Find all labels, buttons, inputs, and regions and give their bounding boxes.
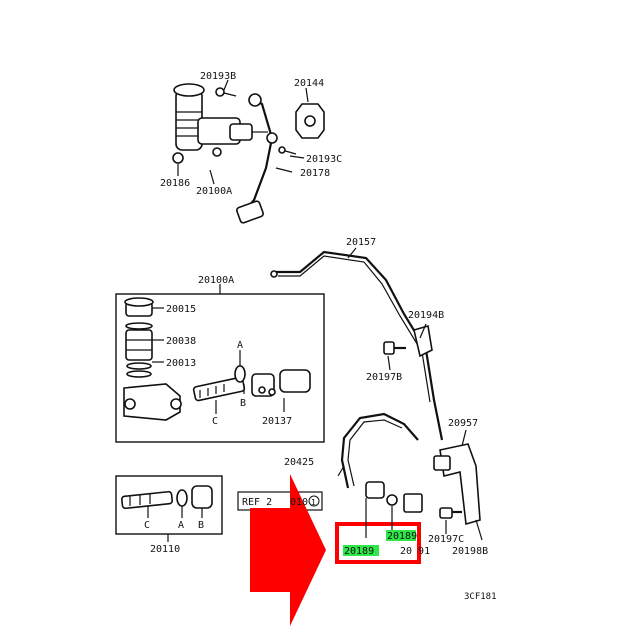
cylinder-body: [123, 383, 182, 421]
bracket-20957: [433, 429, 481, 526]
label-20189-a: 20189: [387, 531, 417, 542]
seal-A: [234, 365, 246, 383]
pedal-arm: [236, 93, 278, 224]
label-20191: 20 91: [400, 546, 430, 557]
label-20144: 20144: [294, 78, 324, 89]
label-20110: 20110: [150, 544, 180, 555]
small-piston: [121, 485, 213, 510]
label-20197C: 20197C: [428, 534, 464, 545]
pin-20193C: [278, 146, 297, 155]
bolt-20197C: [439, 507, 462, 519]
highlight-20189-a: [386, 530, 416, 541]
bracket-20194B: [413, 323, 433, 358]
label-20137: 20137: [262, 416, 292, 427]
reservoir-parts: [124, 297, 154, 378]
label-20957: 20957: [448, 418, 478, 429]
gasket-20144: [295, 103, 325, 139]
label-20193C: 20193C: [306, 154, 342, 165]
label-20100A-box: 20100A: [198, 275, 234, 286]
label-20100A-top: 20100A: [196, 186, 232, 197]
label-20013: 20013: [166, 358, 196, 369]
red-arrow: [250, 474, 326, 626]
label-20157: 20157: [346, 237, 376, 248]
label-20425: 20425: [284, 457, 314, 468]
label-ref-circle: 1: [311, 498, 316, 507]
label-C-box: C: [212, 416, 218, 427]
pin-20193B: [215, 87, 237, 97]
bolt-20197B: [383, 341, 406, 371]
pushrod-20137: [251, 369, 311, 397]
tube-20157: [270, 250, 444, 441]
piston-rod: [192, 376, 246, 402]
label-C-small: C: [144, 520, 150, 531]
label-20015: 20015: [166, 304, 196, 315]
label-20178: 20178: [300, 168, 330, 179]
label-20038: 20038: [166, 336, 196, 347]
label-20198B: 20198B: [452, 546, 488, 557]
label-20186: 20186: [160, 178, 190, 189]
highlight-box: [335, 522, 421, 564]
label-A-box: A: [237, 340, 243, 351]
highlight-20189-b: [343, 545, 379, 556]
label-A-small: A: [178, 520, 184, 531]
top-master-cylinder: [173, 83, 268, 157]
label-ref: REF 2: [242, 497, 272, 508]
label-B-box: B: [240, 398, 246, 409]
ref-circle: [308, 495, 320, 507]
label-diagram-code: 3CF181: [464, 592, 497, 602]
hose-20425: [340, 412, 423, 513]
label-ref-tail: 010: [290, 497, 308, 508]
label-B-small: B: [198, 520, 204, 531]
label-20197B: 20197B: [366, 372, 402, 383]
label-20193B: 20193B: [200, 71, 236, 82]
nut-20186: [172, 152, 184, 164]
box-20110: [115, 475, 223, 535]
label-20194B: 20194B: [408, 310, 444, 321]
label-20189-b: 20189: [344, 546, 374, 557]
